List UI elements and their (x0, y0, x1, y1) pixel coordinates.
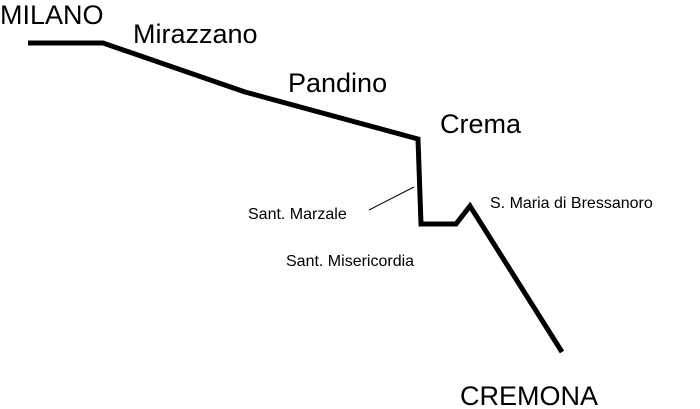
place-label-s-maria-di-bressanoro: S. Maria di Bressanoro (490, 195, 653, 212)
place-label-mirazzano: Mirazzano (133, 19, 258, 49)
place-label-sant-misericordia: Sant. Misericordia (286, 253, 414, 270)
place-label-cremona: CREMONA (460, 381, 598, 409)
place-label-milano: MILANO (0, 0, 104, 30)
place-label-pandino: Pandino (288, 68, 387, 98)
route-line (28, 40, 565, 354)
place-label-sant-marzale: Sant. Marzale (248, 206, 347, 223)
sant-marzale-leader-line (368, 186, 415, 211)
place-label-crema: Crema (440, 109, 522, 139)
